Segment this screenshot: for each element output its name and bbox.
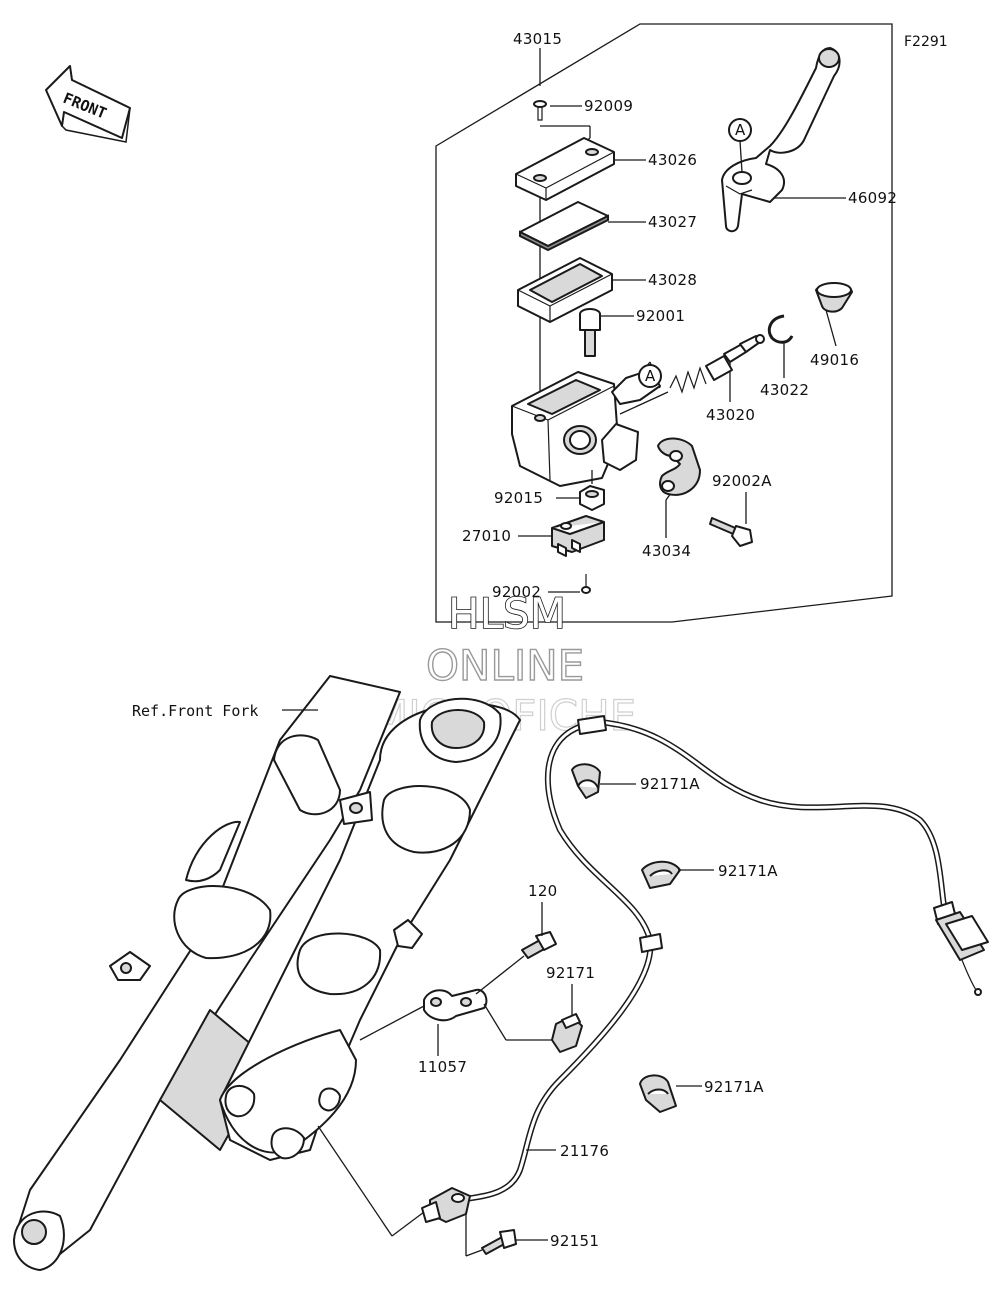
label-92002: 92002 <box>492 583 541 601</box>
clip-92171 <box>551 1013 583 1053</box>
label-92171a-2: 92171A <box>718 862 778 880</box>
figure-code: F2291 <box>904 34 948 50</box>
front-arrow-icon: FRONT <box>45 65 131 143</box>
label-92171a-1: 92171A <box>640 775 700 793</box>
bolt-92151 <box>481 1229 517 1255</box>
clamp-43034 <box>657 437 701 496</box>
label-43028: 43028 <box>648 271 697 289</box>
label-11057: 11057 <box>418 1058 467 1076</box>
lever-46092: A <box>721 47 841 233</box>
front-fork-left-leg <box>13 675 401 1271</box>
plate-43027 <box>519 201 609 252</box>
label-27010: 27010 <box>462 527 511 545</box>
bolt-120 <box>521 931 557 959</box>
label-21176: 21176 <box>560 1142 609 1160</box>
assembly-frame <box>435 23 893 623</box>
callout-a-lower-label: A <box>645 367 656 385</box>
label-92015: 92015 <box>494 489 543 507</box>
label-92002a: 92002A <box>712 472 772 490</box>
label-49016: 49016 <box>810 351 859 369</box>
abs-sensor <box>421 1187 471 1223</box>
callout-a-lower: A <box>638 364 662 388</box>
label-92001: 92001 <box>636 307 685 325</box>
screw-92009 <box>533 100 547 121</box>
label-43015: 43015 <box>513 30 562 48</box>
clamp-92171a-middle <box>641 860 681 889</box>
label-120: 120 <box>528 882 558 900</box>
diaphragm-43028 <box>517 257 613 323</box>
label-46092: 46092 <box>848 189 897 207</box>
reference-label: Ref.Front Fork <box>132 702 258 720</box>
bracket-11057 <box>423 988 488 1022</box>
label-92009: 92009 <box>584 97 633 115</box>
bolt-92002a <box>709 517 753 547</box>
reservoir-cap-43026 <box>515 137 615 201</box>
master-cylinder-body <box>511 369 661 487</box>
label-92171a-3: 92171A <box>704 1078 764 1096</box>
piston-kit-43020 <box>619 334 765 415</box>
bolt-92001 <box>579 308 601 357</box>
nut-92015 <box>579 470 605 511</box>
label-43026: 43026 <box>648 151 697 169</box>
label-43027: 43027 <box>648 213 697 231</box>
label-43034: 43034 <box>642 542 691 560</box>
watermark-line1: HLSM <box>448 589 566 638</box>
clamp-92171a-upper <box>571 763 601 799</box>
screw-92002 <box>581 574 591 594</box>
front-fork-right-leg <box>219 697 521 1161</box>
boot-49016 <box>815 282 853 313</box>
label-43022: 43022 <box>760 381 809 399</box>
callout-a-upper-label: A <box>735 121 746 139</box>
circlip-43022 <box>767 314 794 344</box>
switch-27010 <box>551 515 605 557</box>
clamp-92171a-lower <box>639 1074 677 1113</box>
part-labels: 43015 92009 43026 43027 43028 92001 4609… <box>418 30 897 1250</box>
leader-lines-bottom <box>317 783 714 1257</box>
sensor-cable-21176 <box>459 715 947 1203</box>
label-92171: 92171 <box>546 964 595 982</box>
watermark-line2: ONLINE <box>426 641 584 690</box>
label-43020: 43020 <box>706 406 755 424</box>
cable-connector <box>933 901 989 996</box>
label-92151: 92151 <box>550 1232 599 1250</box>
